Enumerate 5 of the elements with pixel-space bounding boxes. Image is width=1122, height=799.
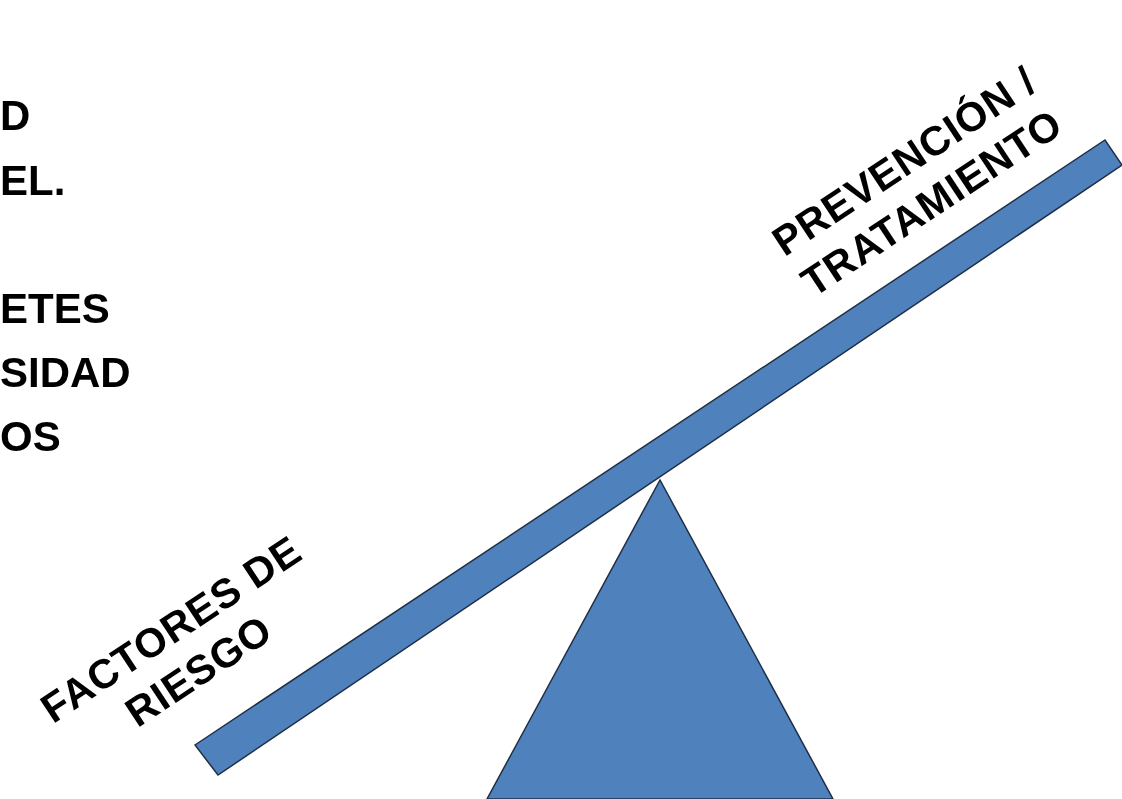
list-item-text: OS	[0, 414, 61, 460]
list-item-text: EL.	[0, 158, 66, 204]
list-item-text: ETES	[0, 286, 110, 332]
list-item-text: SIDAD	[0, 350, 131, 396]
list-item-text: D	[0, 93, 31, 139]
